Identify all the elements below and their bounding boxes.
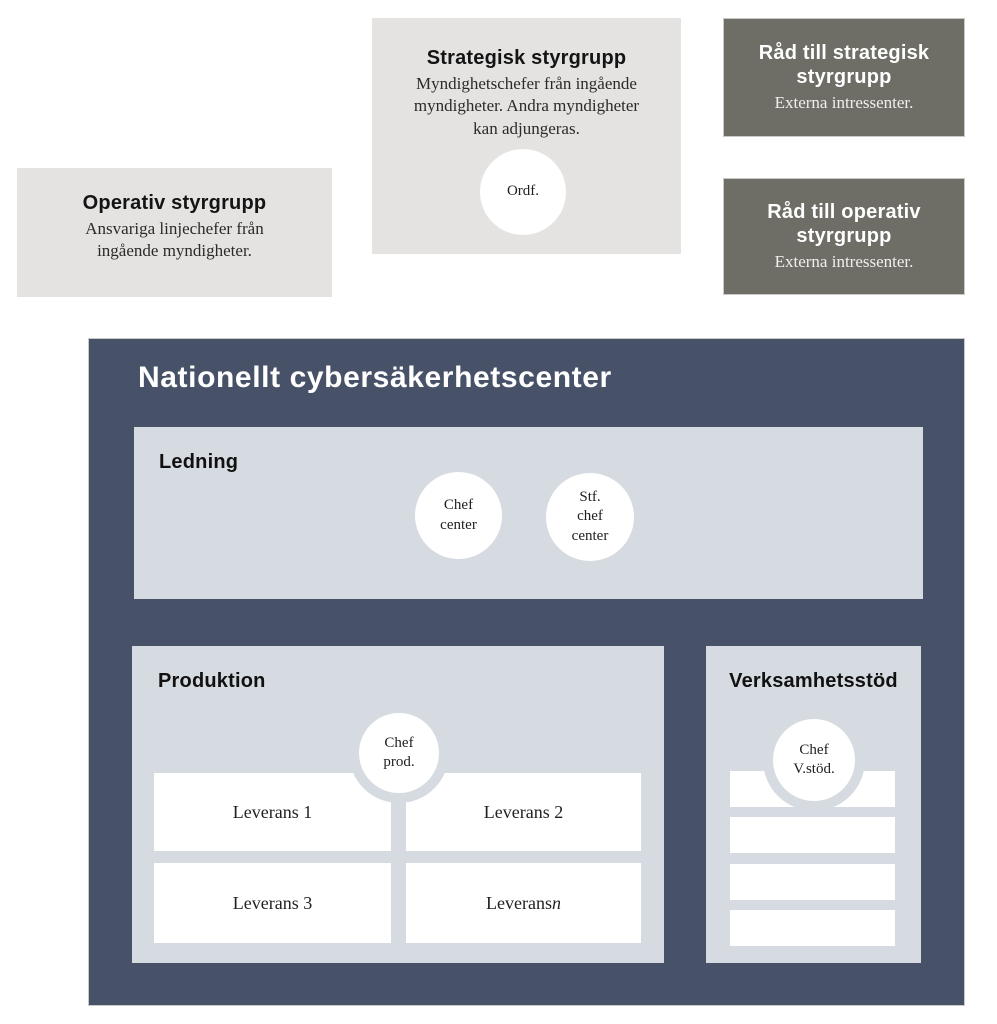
rad-till-strategisk-styrgrupp-description: Externa intressenter. [774, 92, 914, 112]
ordforande-circle-label: Ordf. [506, 183, 540, 200]
chef-verksamhetsstod-circle: Chef V.stöd. [763, 709, 865, 811]
chef-center-circle: Chef center [415, 472, 502, 559]
ordforande-circle: Ordf. [480, 149, 566, 235]
stf-chef-center-circle-label: Stf. chef center [571, 488, 609, 544]
operativ-styrgrupp-title: Operativ styrgrupp [82, 192, 267, 214]
rad-till-strategisk-styrgrupp-title: Råd till strategisk styrgrupp [758, 41, 930, 88]
verksamhetsstod-empty-bar [730, 910, 895, 946]
leverans-2-box: Leverans 2 [406, 773, 641, 851]
produktion-panel: Produktion Chef prod. Leverans 1 Leveran… [132, 646, 664, 963]
operativ-styrgrupp-box: Operativ styrgrupp Ansvariga linjechefer… [17, 168, 332, 297]
operativ-styrgrupp-description: Ansvariga linjechefer från ingående mynd… [85, 219, 264, 261]
verksamhetsstod-empty-bar [730, 817, 895, 853]
strategisk-styrgrupp-description: Myndighetschefer från ingående myndighet… [413, 74, 640, 138]
rad-till-operativ-styrgrupp-description: Externa intressenter. [774, 251, 914, 271]
stf-chef-center-circle: Stf. chef center [546, 473, 634, 561]
ledning-label: Ledning [159, 451, 239, 473]
ledning-panel: Ledning Chef center Stf. chef center [134, 427, 923, 599]
rad-till-strategisk-styrgrupp-box: Råd till strategisk styrgrupp Externa in… [723, 18, 965, 137]
chef-produktion-circle: Chef prod. [349, 703, 449, 803]
rad-till-operativ-styrgrupp-box: Råd till operativ styrgrupp Externa intr… [723, 178, 965, 295]
verksamhetsstod-panel: Verksamhetsstöd Chef V.stöd. [706, 646, 921, 963]
verksamhetsstod-label: Verksamhetsstöd [729, 670, 898, 692]
leverans-1-box: Leverans 1 [154, 773, 391, 851]
produktion-label: Produktion [158, 670, 266, 692]
chef-produktion-circle-label: Chef prod. [383, 734, 415, 771]
leverans-3-box: Leverans 3 [154, 863, 391, 943]
chef-verksamhetsstod-circle-label: Chef V.stöd. [793, 741, 835, 778]
verksamhetsstod-empty-bar [730, 864, 895, 900]
leverans-n-box: Leverans n [406, 863, 641, 943]
strategisk-styrgrupp-box: Strategisk styrgrupp Myndighetschefer fr… [372, 18, 681, 254]
rad-till-operativ-styrgrupp-title: Råd till operativ styrgrupp [767, 200, 921, 247]
strategisk-styrgrupp-title: Strategisk styrgrupp [426, 47, 627, 69]
leverans-n-prefix: Leverans [486, 892, 552, 913]
nationellt-cybersakerhetscenter-container: Nationellt cybersäkerhetscenter Ledning … [88, 338, 965, 1006]
leverans-n-italic: n [551, 892, 561, 913]
container-title: Nationellt cybersäkerhetscenter [138, 361, 612, 394]
chef-center-circle-label: Chef center [440, 497, 477, 533]
